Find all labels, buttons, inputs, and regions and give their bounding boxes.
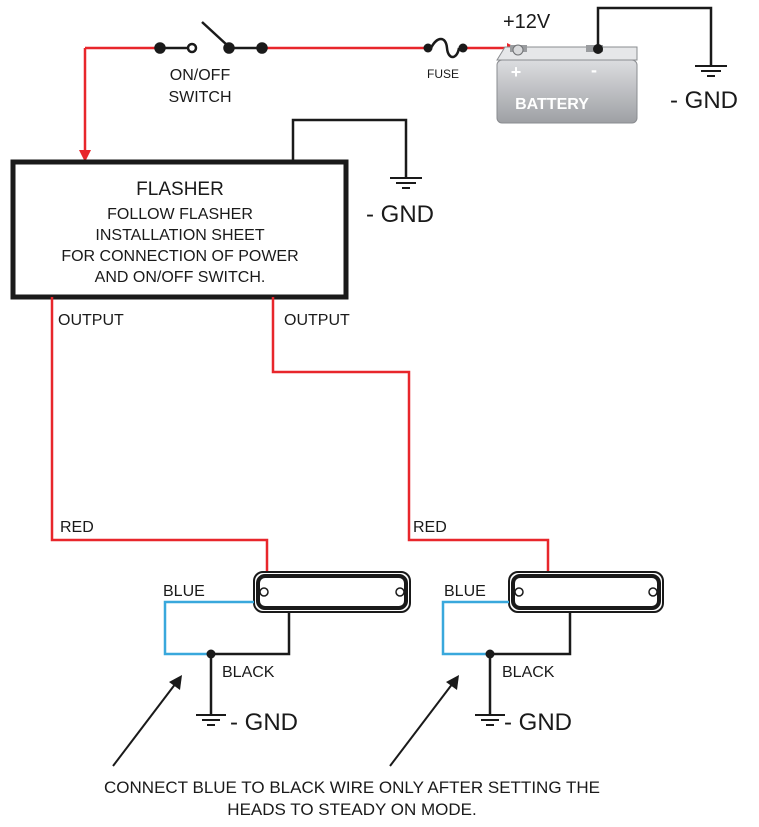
flasher-line2: INSTALLATION SHEET: [95, 227, 264, 244]
left-red-label: RED: [60, 519, 94, 536]
fuse-symbol: [423, 37, 468, 59]
flasher-gnd-label: - GND: [366, 201, 434, 228]
note-line2: HEADS TO STEADY ON MODE.: [227, 800, 476, 819]
left-ground-symbol: [196, 714, 226, 726]
right-gnd-label: - GND: [504, 709, 572, 736]
battery-ground-wire: [596, 6, 727, 77]
right-red-label: RED: [413, 519, 447, 536]
left-red-wire: [50, 297, 269, 572]
note-arrow-right: [389, 675, 459, 767]
right-red-wire: [271, 297, 550, 572]
left-blue-wire: [163, 600, 254, 656]
flasher-ground-wire: [291, 118, 422, 189]
flasher-line3: FOR CONNECTION OF POWER: [61, 248, 298, 265]
flasher-box: [10, 159, 349, 300]
left-black-label: BLACK: [222, 664, 275, 681]
left-junction: [206, 649, 216, 659]
switch-label-line1: ON/OFF: [170, 67, 231, 84]
left-blue-label: BLUE: [163, 583, 205, 600]
on-off-switch: [154, 21, 268, 54]
right-black-wire: [488, 612, 572, 715]
note-arrow-left: [112, 675, 182, 767]
power-red-wire: [79, 43, 517, 162]
output-left-label: OUTPUT: [58, 312, 124, 329]
switch-label-line2: SWITCH: [168, 89, 231, 106]
battery-label: BATTERY: [515, 96, 589, 113]
battery-plus: +: [511, 62, 522, 82]
left-light-head: [253, 571, 411, 613]
right-black-label: BLACK: [502, 664, 555, 681]
flasher-line4: AND ON/OFF SWITCH.: [95, 269, 266, 286]
left-black-wire: [209, 612, 291, 715]
fuse-label: FUSE: [427, 67, 459, 81]
battery-gnd-label: - GND: [670, 87, 738, 114]
flasher-line1: FOLLOW FLASHER: [107, 206, 253, 223]
right-blue-wire: [441, 600, 509, 656]
flasher-title: FLASHER: [136, 179, 224, 200]
battery-minus: -: [591, 60, 597, 80]
output-right-label: OUTPUT: [284, 312, 350, 329]
right-junction: [485, 649, 495, 659]
right-blue-label: BLUE: [444, 583, 486, 600]
battery-icon: [496, 44, 638, 124]
battery-voltage-label: +12V: [503, 11, 551, 33]
right-ground-symbol: [475, 714, 505, 726]
right-light-head: [508, 571, 664, 613]
left-gnd-label: - GND: [230, 709, 298, 736]
note-line1: CONNECT BLUE TO BLACK WIRE ONLY AFTER SE…: [104, 778, 600, 797]
